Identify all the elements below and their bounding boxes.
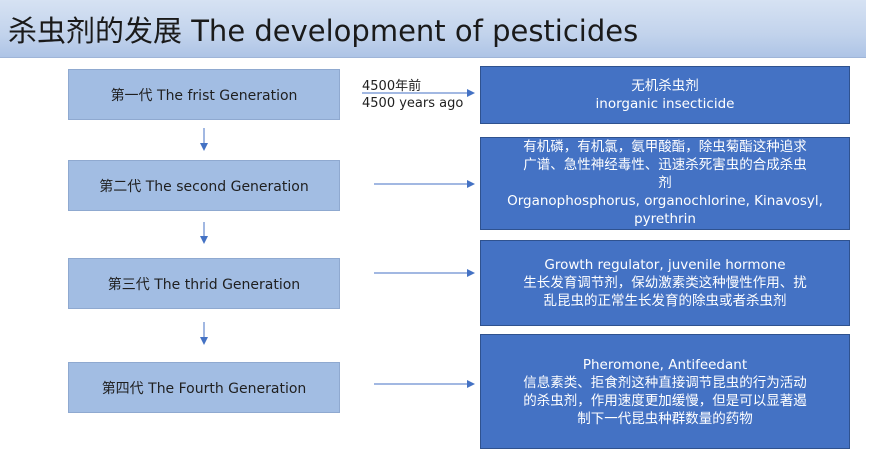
description-line: inorganic insecticide (595, 96, 735, 112)
generation-box-3: 第三代 The thrid Generation (68, 258, 340, 309)
description-line: 有机磷，有机氯，氨甲酸酯，除虫菊酯这种追求 (523, 139, 807, 155)
description-line: 乱昆虫的正常生长发育的除虫或者杀虫剂 (543, 293, 787, 309)
time-note-en: 4500 years ago (362, 96, 464, 111)
description-line: 信息素类、拒食剂这种直接调节昆虫的行为活动 (523, 374, 807, 391)
description-line: 制下一代昆虫种群数量的药物 (577, 410, 753, 427)
description-line: Growth regulator, juvenile hormone (544, 257, 786, 273)
description-line: 广谱、急性神经毒性、迅速杀死害虫的合成杀虫 (523, 157, 807, 173)
description-box-4: Pheromone, Antifeedant 信息素类、拒食剂这种直接调节昆虫的… (480, 334, 850, 449)
title-bar: 杀虫剂的发展 The development of pesticides (0, 0, 866, 58)
description-box-3: Growth regulator, juvenile hormone 生长发育调… (480, 240, 850, 326)
description-line: 生长发育调节剂，保幼激素类这种慢性作用、扰 (523, 275, 807, 291)
slide-title: 杀虫剂的发展 The development of pesticides (8, 14, 639, 48)
description-line: Pheromone, Antifeedant (582, 356, 748, 373)
description-box-1: 无机杀虫剂 inorganic insecticide (480, 66, 850, 124)
description-line: Organophosphorus, organochlorine, Kinavo… (507, 193, 823, 209)
description-line: 的杀虫剂，作用速度更加缓慢，但是可以显著遏 (523, 392, 807, 409)
time-note-cn: 4500年前 (362, 79, 422, 94)
description-box-2: 有机磷，有机氯，氨甲酸酯，除虫菊酯这种追求 广谱、急性神经毒性、迅速杀死害虫的合… (480, 137, 850, 230)
description-line: 剂 (658, 175, 672, 191)
description-line: 无机杀虫剂 (631, 78, 699, 94)
description-line: pyrethrin (634, 211, 696, 227)
generation-box-2: 第二代 The second Generation (68, 160, 340, 211)
generation-box-4: 第四代 The Fourth Generation (68, 362, 340, 413)
generation-box-1: 第一代 The frist Generation (68, 69, 340, 120)
